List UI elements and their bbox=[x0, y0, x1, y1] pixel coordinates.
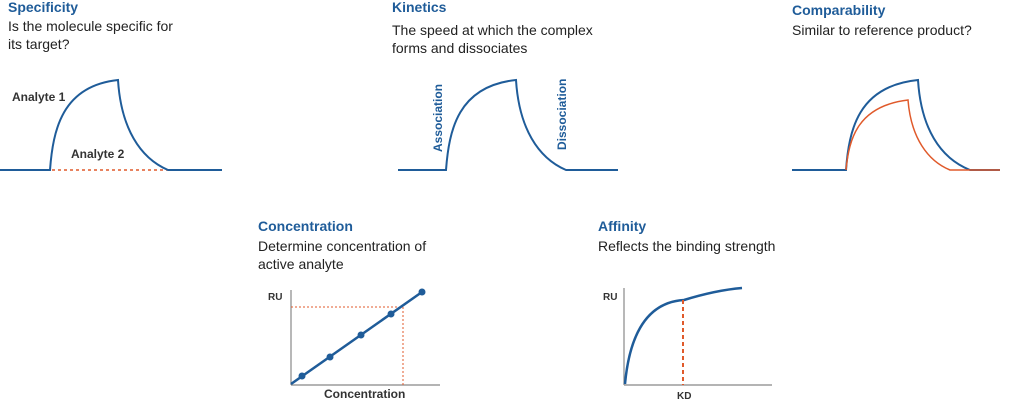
concentration-desc-line2: active analyte bbox=[258, 256, 344, 272]
analyte2-label: Analyte 2 bbox=[71, 147, 125, 161]
comparability-desc-line1: Similar to reference product? bbox=[792, 22, 972, 38]
analyte1-curve bbox=[0, 78, 222, 171]
kd-label: KD bbox=[677, 391, 691, 402]
concentration-point bbox=[326, 353, 334, 361]
affinity-title: Affinity bbox=[598, 218, 647, 234]
association-label: Association bbox=[431, 84, 445, 152]
reference-curve bbox=[792, 78, 1000, 171]
concentration-title: Concentration bbox=[258, 218, 353, 234]
dissociation-label: Dissociation bbox=[555, 79, 569, 150]
specificity-title: Specificity bbox=[8, 0, 79, 15]
concentration-point bbox=[357, 331, 365, 339]
concentration-point bbox=[418, 288, 426, 296]
affinity-binding-curve bbox=[623, 286, 743, 385]
affinity-y-label: RU bbox=[603, 292, 617, 303]
comparison-curve bbox=[845, 99, 1000, 171]
concentration-point bbox=[298, 372, 306, 380]
concentration-y-label: RU bbox=[268, 292, 282, 303]
concentration-fit-line bbox=[290, 290, 423, 386]
comparability-title: Comparability bbox=[792, 2, 886, 18]
specificity-desc-line1: Is the molecule specific for bbox=[8, 18, 173, 34]
concentration-x-label: Concentration bbox=[324, 387, 405, 401]
concentration-desc-line1: Determine concentration of bbox=[258, 238, 427, 254]
analyte1-label: Analyte 1 bbox=[12, 90, 66, 104]
kinetics-title: Kinetics bbox=[392, 0, 447, 15]
affinity-desc-line1: Reflects the binding strength bbox=[598, 238, 776, 254]
kinetics-curve bbox=[398, 78, 618, 171]
kinetics-desc-line2: forms and dissociates bbox=[392, 40, 528, 56]
concentration-point bbox=[387, 310, 395, 318]
kinetics-desc-line1: The speed at which the complex bbox=[392, 22, 593, 38]
specificity-desc-line2: its target? bbox=[8, 36, 70, 52]
